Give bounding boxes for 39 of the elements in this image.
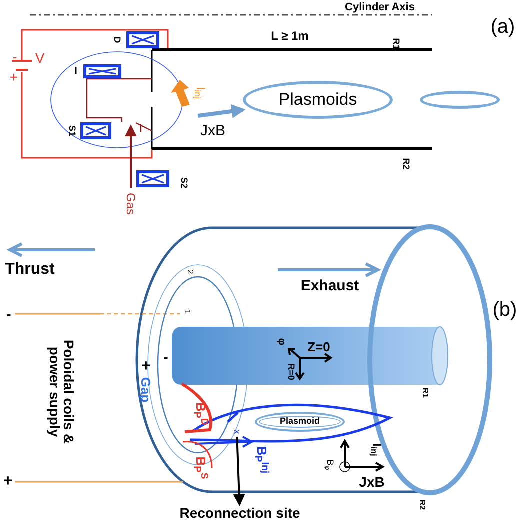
plasmoid-ellipse: [420, 91, 500, 109]
force-label: JxB: [359, 475, 385, 489]
polarity-label: +: [3, 474, 13, 490]
polarity-label: +: [141, 359, 151, 375]
radius-label: R2: [418, 500, 426, 510]
arrow: [233, 436, 246, 506]
plasmoid-ellipse: Plasmoid: [255, 412, 345, 432]
plasmoid-ellipse: Plasmoids: [243, 81, 393, 119]
radius-label: R1: [421, 388, 429, 398]
axis-label: φ: [276, 338, 286, 346]
length-label: L ≥ 1m: [271, 30, 309, 42]
x-point-label: x: [232, 430, 242, 434]
axis-label: R=0: [286, 364, 296, 380]
arrow: [198, 104, 246, 118]
coil-label: S1: [68, 126, 76, 136]
radius-label: R2: [402, 158, 410, 170]
coil-label: S2: [180, 178, 188, 188]
thrust-label: Thrust: [5, 262, 55, 278]
panel-label: (a): [490, 17, 516, 37]
polarity-label: -: [12, 50, 18, 64]
coil-label: I: [74, 67, 78, 77]
polarity-label: -: [164, 350, 168, 364]
power-supply-label: Poloidal coils & power supply: [48, 338, 76, 446]
axis-label: Z=0: [308, 340, 330, 354]
radius-label: R1: [392, 38, 400, 50]
panel-label: (b): [492, 300, 518, 320]
exhaust-label: Exhaust: [300, 278, 360, 294]
coil-number: 1: [183, 310, 191, 314]
voltage-label: V: [35, 51, 45, 65]
polarity-label: +: [10, 70, 18, 84]
arrow: [125, 124, 137, 188]
reconnection-label: Reconnection site: [170, 504, 310, 522]
axis-label: Cylinder Axis: [345, 2, 415, 14]
coil-number: 2: [186, 270, 194, 274]
force-label: JxB: [200, 124, 226, 138]
coil-label: D: [112, 36, 122, 44]
polarity-label: -: [6, 307, 12, 321]
gap-label: Gap: [140, 377, 152, 403]
gas-label: Gas: [122, 193, 140, 215]
